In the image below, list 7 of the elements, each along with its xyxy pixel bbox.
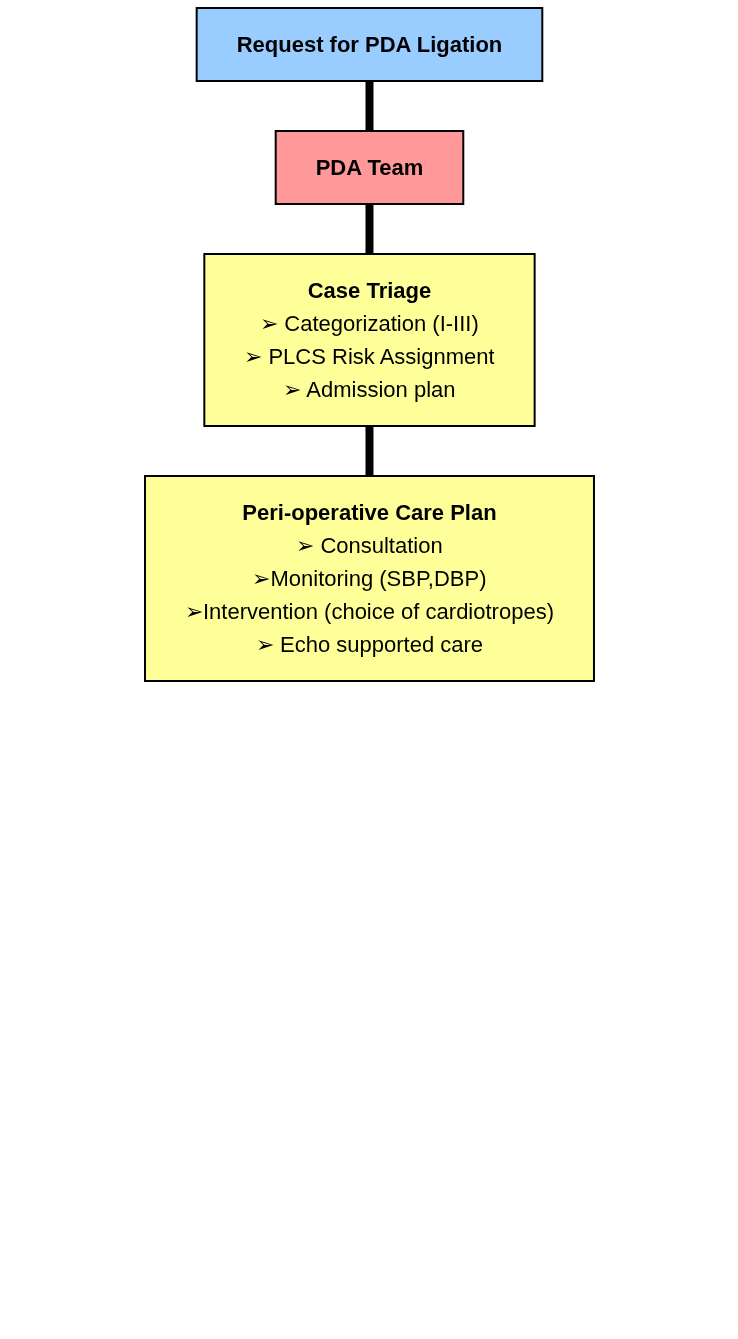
node-box: Request for PDA Ligation [195,7,543,82]
connector [365,426,373,476]
node-box: Peri-operative Care Plan ➢ Consultation ➢Monitoring (SBP,DBP) ➢Intervention (choice of cardiotropes) ➢ Echo supported care [143,475,595,682]
connector [365,81,373,131]
node-box: Case Triage ➢ Categorization (I-III) ➢ PLCS Risk Assignment ➢ Admission plan [202,253,536,427]
connector [365,204,373,254]
node-box: PDA Team [274,130,464,205]
